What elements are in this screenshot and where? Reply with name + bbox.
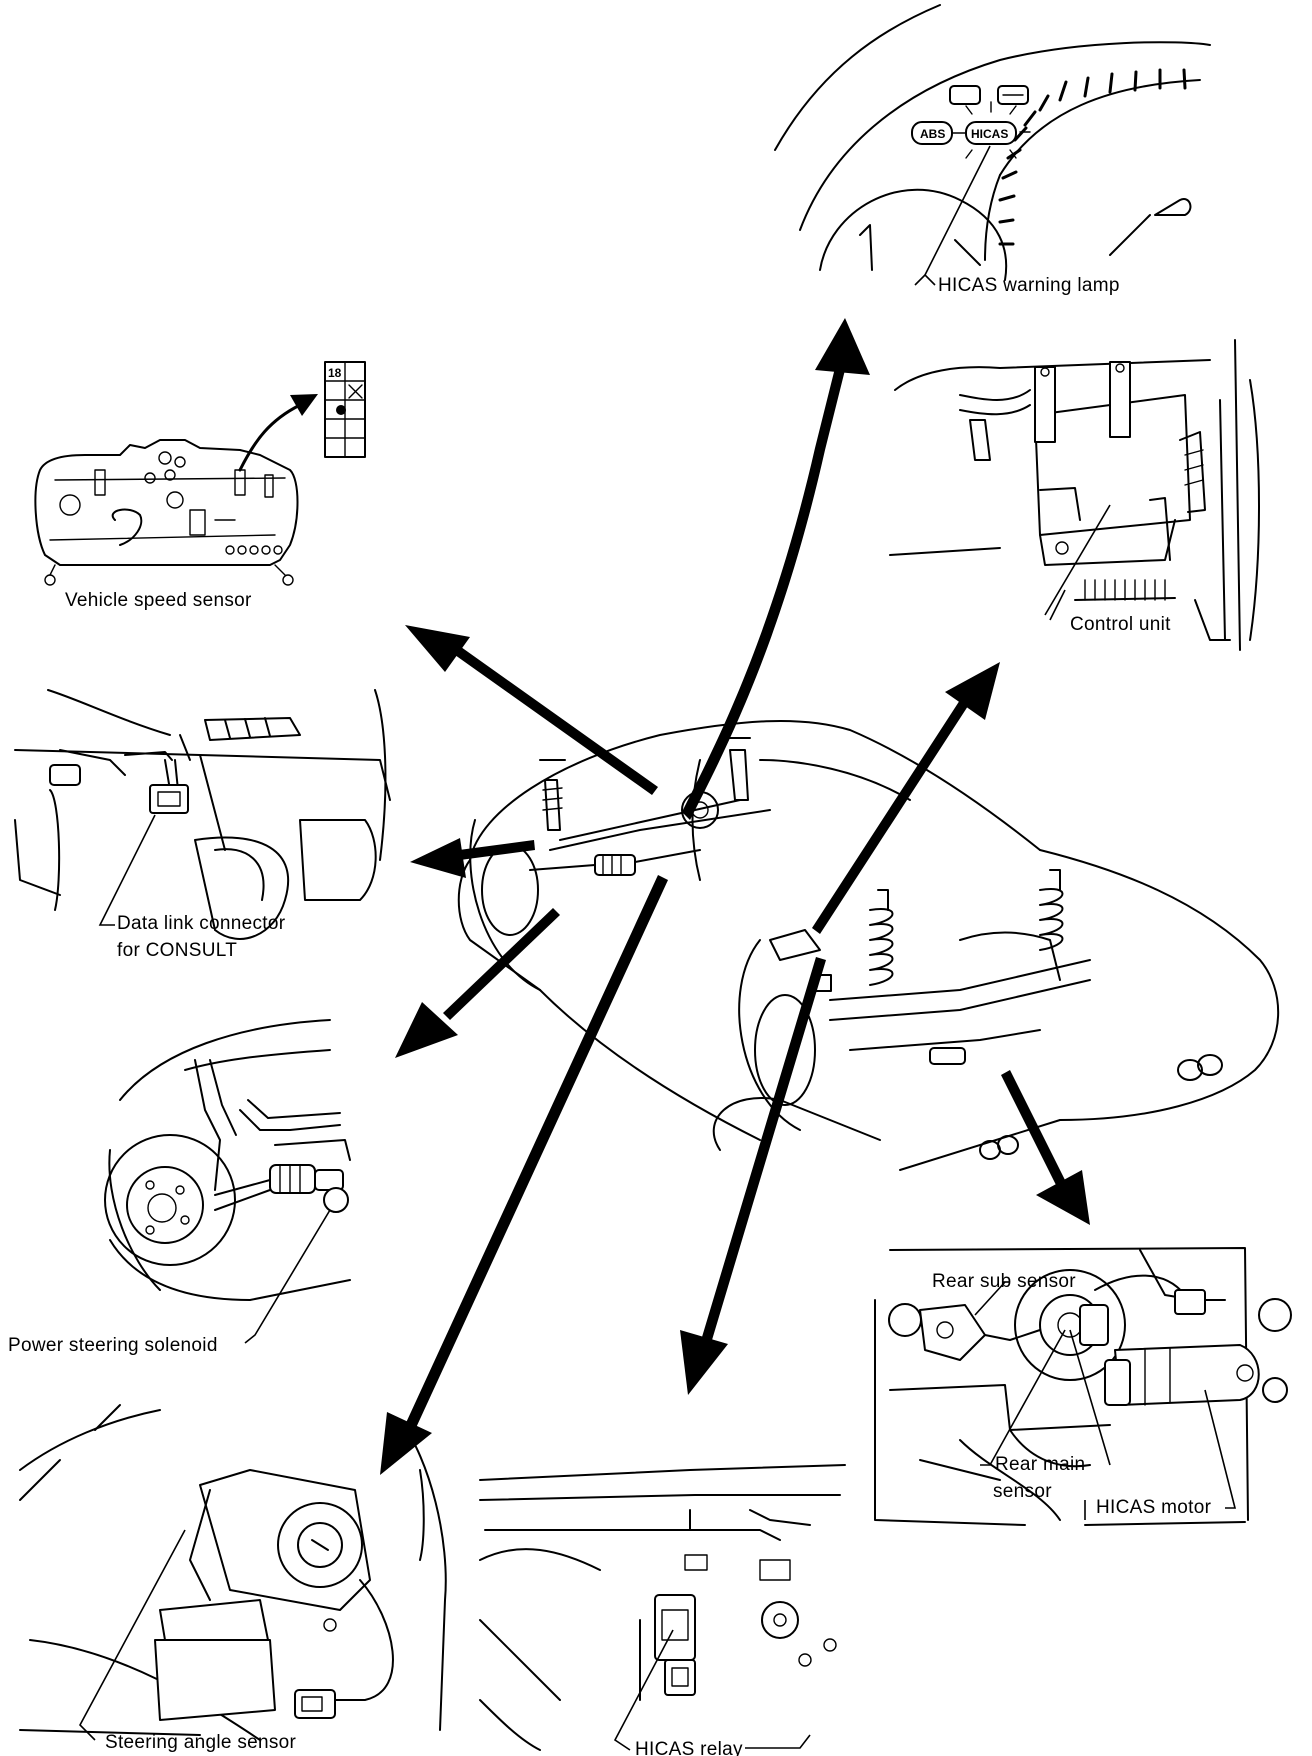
warning-lamp-label: HICAS warning lamp bbox=[938, 275, 1120, 296]
steering-angle-sensor-panel: Steering angle sensor bbox=[19, 1404, 447, 1753]
rear-main-sensor-label-2: sensor bbox=[993, 1481, 1052, 1502]
abs-lamp-label: ABS bbox=[920, 127, 945, 141]
steering-angle-sensor-label: Steering angle sensor bbox=[105, 1732, 297, 1753]
control-unit-label: Control unit bbox=[1070, 614, 1171, 635]
rear-sub-sensor-label: Rear sub sensor bbox=[932, 1271, 1076, 1292]
vehicle-speed-sensor-label: Vehicle speed sensor bbox=[65, 590, 252, 611]
hicas-relay-panel: HICAS relay bbox=[479, 1464, 846, 1756]
rear-main-sensor-label-1: Rear main bbox=[995, 1454, 1085, 1475]
warning-lamp-panel: ABS HICAS HICAS warning lamp bbox=[774, 4, 1211, 296]
vehicle-speed-sensor-panel: 18 Vehicle speed sensor bbox=[34, 361, 366, 611]
vehicle-chassis-illustration bbox=[457, 719, 1280, 1171]
data-link-connector-panel: Data link connector for CONSULT bbox=[14, 689, 391, 961]
power-steering-solenoid-label: Power steering solenoid bbox=[8, 1335, 218, 1356]
data-link-connector-label-2: for CONSULT bbox=[117, 940, 237, 961]
data-link-connector-label-1: Data link connector bbox=[117, 913, 286, 934]
hicas-motor-panel: Rear sub sensor Rear main sensor HICAS m… bbox=[874, 1247, 1292, 1526]
callout-arrows bbox=[380, 318, 1090, 1475]
lamp-glow-icon bbox=[965, 101, 1031, 159]
hicas-motor-label: HICAS motor bbox=[1096, 1497, 1212, 1518]
hicas-relay-label: HICAS relay bbox=[635, 1739, 743, 1756]
power-steering-solenoid-panel: Power steering solenoid bbox=[8, 1019, 351, 1356]
hicas-lamp-label: HICAS bbox=[971, 127, 1008, 141]
connector-pin-label: 18 bbox=[328, 366, 342, 380]
control-unit-panel: Control unit bbox=[889, 339, 1260, 651]
